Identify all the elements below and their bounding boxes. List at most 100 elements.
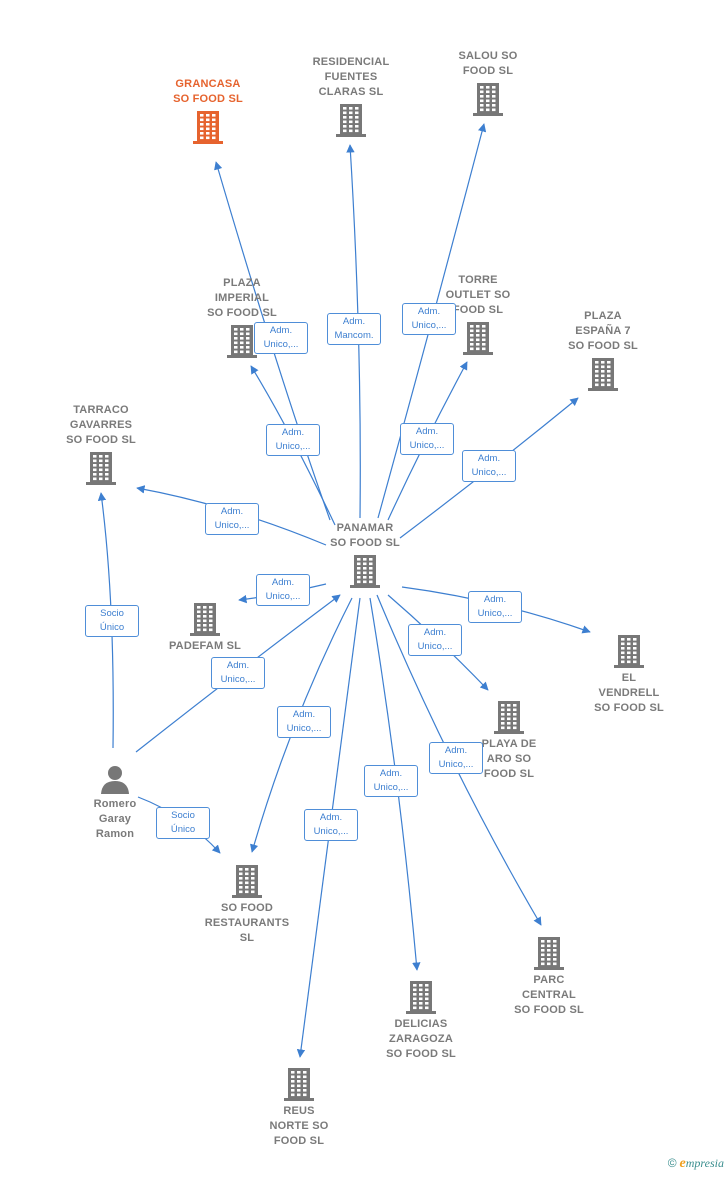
building-icon [463,322,493,355]
building-icon [284,1068,314,1101]
node-el-vendrell[interactable]: EL VENDRELL SO FOOD SL [564,631,694,716]
node-label: PADEFAM SL [168,640,242,652]
edge-label-panamar-to-plaza_imperial[interactable]: Adm. Unico,... [266,424,320,456]
node-label: DELICIAS ZARAGOZA SO FOOD SL [386,1018,456,1060]
edge-label-panamar-to-el_vendrell[interactable]: Adm. Unico,... [468,591,522,623]
edge-label-line: Adm. [477,453,501,464]
node-torre-outlet[interactable]: TORRE OUTLET SO FOOD SL [413,273,543,358]
building-icon [534,937,564,970]
edge-label-line: Adm. [342,316,366,327]
building-icon [86,452,116,485]
node-tarraco[interactable]: TARRACO GAVARRES SO FOOD SL [36,403,166,488]
footer-brand[interactable]: © empresia [668,1156,724,1172]
node-playa-aro[interactable]: PLAYA DE ARO SO FOOD SL [444,697,574,782]
edge-label-line: Adm. [423,627,447,638]
edge-label-line: Adm. [415,426,439,437]
edge-label-panamar-to-delicias[interactable]: Adm. Unico,... [364,765,418,797]
edge-label-panamar-to-plaza_espana[interactable]: Adm. Unico,... [462,450,516,482]
edge-label-line: Mancom. [334,330,374,341]
building-icon [190,603,220,636]
edge-label-line: Adm. [319,812,343,823]
building-icon [614,635,644,668]
edge-label-line: Adm. [269,325,293,336]
building-icon [473,83,503,116]
building-icon [193,111,223,144]
edge-label-line: Adm. [444,745,468,756]
building-icon [588,358,618,391]
edge-label-panamar-to-reus[interactable]: Adm. Unico,... [304,809,358,841]
edge-label-line: Unico,... [438,759,474,770]
copyright-symbol: © [667,1156,677,1170]
node-label: PLAYA DE ARO SO FOOD SL [481,738,537,780]
node-residencial[interactable]: RESIDENCIAL FUENTES CLARAS SL [286,55,416,140]
node-label: Romero Garay Ramon [93,798,137,840]
edge-label-line: Socio [100,608,124,619]
node-label: TARRACO GAVARRES SO FOOD SL [66,404,136,446]
edge-label-line: Unico,... [411,320,447,331]
node-label: TORRE OUTLET SO FOOD SL [445,274,511,316]
edge-label-line: Unico,... [263,339,299,350]
building-icon [350,555,380,588]
edge-label-panamar-to-restaurants[interactable]: Adm.Unico,... [277,706,331,738]
edge-label-panamar-to-padefam[interactable]: Adm.Unico,... [256,574,310,606]
edge-label-line: Unico,... [417,641,453,652]
edge-label-line: Unico,... [313,826,349,837]
edge-label-panamar-to-tarraco[interactable]: Adm. Unico,... [205,503,259,535]
node-plaza-espana[interactable]: PLAZA ESPAÑA 7 SO FOOD SL [538,309,668,394]
building-icon [232,865,262,898]
node-salou[interactable]: SALOU SO FOOD SL [423,49,553,119]
node-parc-central[interactable]: PARC CENTRAL SO FOOD SL [484,933,614,1018]
edge-label-panamar-to-salou[interactable]: Adm. Unico,... [402,303,456,335]
edge-panamar-to-grancasa [214,161,331,521]
edge-label-line: Adm. [226,660,250,671]
edge-label-line: Socio [171,810,195,821]
edge-label-line: Adm. [379,768,403,779]
edge-label-line: Unico,... [220,674,256,685]
edge-label-line: Unico,... [471,467,507,478]
node-label: PARC CENTRAL SO FOOD SL [514,974,584,1016]
node-delicias[interactable]: DELICIAS ZARAGOZA SO FOOD SL [356,977,486,1062]
node-plaza-imperial[interactable]: PLAZA IMPERIAL SO FOOD SL [177,276,307,361]
edge-label-line: Adm. [271,577,295,588]
edge-label-line: Unico,... [275,441,311,452]
edge-label-panamar-to-residencial[interactable]: Adm. Mancom. [327,313,381,345]
edge-label-line: Unico,... [373,782,409,793]
node-label: SALOU SO FOOD SL [458,50,518,77]
person-icon [101,766,129,794]
edge-label-panamar-to-torre_outlet[interactable]: Adm.Unico,... [400,423,454,455]
edge-label-line: Adm. [417,306,441,317]
edge-label-panamar-to-playa_aro[interactable]: Adm. Unico,... [408,624,462,656]
edge-label-romero-to-panamar[interactable]: Adm. Unico,... [211,657,265,689]
node-padefam[interactable]: PADEFAM SL [140,599,270,654]
building-icon [227,325,257,358]
node-label: PLAZA ESPAÑA 7 SO FOOD SL [568,310,638,352]
edge-label-panamar-to-grancasa[interactable]: Adm. Unico,... [254,322,308,354]
node-reus[interactable]: REUS NORTE SO FOOD SL [234,1064,364,1149]
node-panamar[interactable]: PANAMAR SO FOOD SL [300,521,430,591]
edge-label-line: Único [170,824,196,835]
brand-name: mpresia [685,1156,724,1170]
node-restaurants[interactable]: SO FOOD RESTAURANTS SL [182,861,312,946]
node-label: EL VENDRELL SO FOOD SL [594,672,664,714]
edge-label-line: Unico,... [286,723,322,734]
building-icon [336,104,366,137]
edge-label-line: Adm. [281,427,305,438]
node-grancasa[interactable]: GRANCASA SO FOOD SL [143,77,273,147]
building-icon [494,701,524,734]
node-romero[interactable]: Romero Garay Ramon [50,761,180,842]
edge-label-line: Unico,... [477,608,513,619]
edge-label-panamar-to-parc_central[interactable]: Adm. Unico,... [429,742,483,774]
edge-label-line: Adm. [483,594,507,605]
edge-label-line: Unico,... [214,520,250,531]
node-label: GRANCASA SO FOOD SL [173,78,243,105]
edge-label-line: Adm. [220,506,244,517]
node-label: SO FOOD RESTAURANTS SL [204,902,290,944]
node-label: RESIDENCIAL FUENTES CLARAS SL [312,56,390,98]
node-label: REUS NORTE SO FOOD SL [269,1105,329,1147]
edge-label-line: Único [99,622,125,633]
node-label: PLAZA IMPERIAL SO FOOD SL [207,277,277,319]
brand-initial: e [679,1156,686,1171]
building-icon [406,981,436,1014]
